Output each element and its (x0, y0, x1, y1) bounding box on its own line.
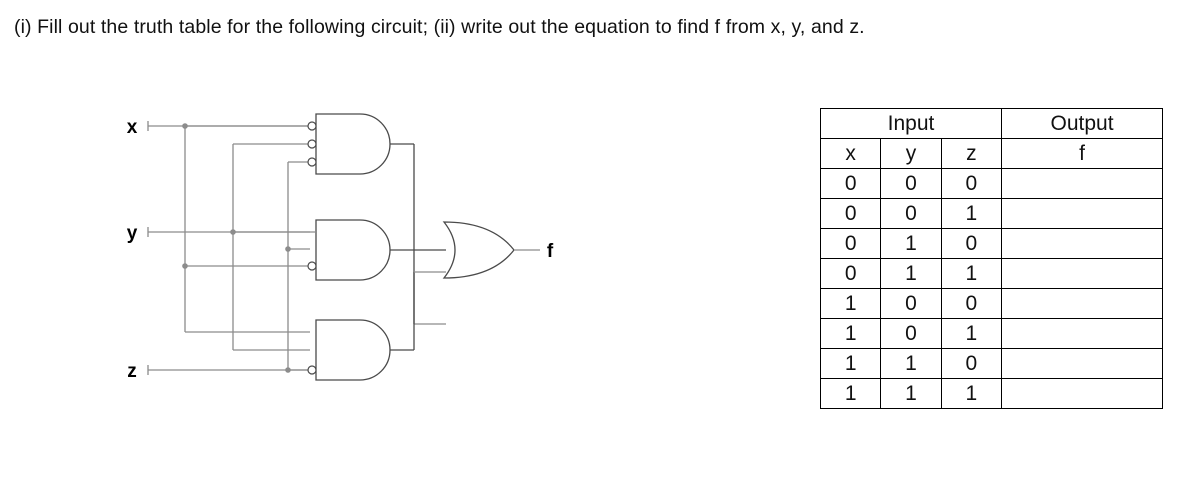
table-row: 0 0 1 (819, 198, 1163, 229)
gate-or-final (442, 221, 540, 279)
cell-z: 1 (940, 318, 1003, 349)
table-row: 1 0 1 (819, 318, 1163, 349)
cell-x: 0 (819, 168, 882, 199)
cell-z: 0 (940, 348, 1003, 379)
cell-x: 1 (819, 288, 882, 319)
cell-y: 1 (880, 348, 942, 379)
cell-y: 1 (880, 378, 942, 409)
junction-dot-y (230, 229, 236, 235)
gate-and-middle (307, 219, 446, 281)
truth-table-group-header-row: Input Output (819, 108, 1163, 139)
cell-y: 0 (880, 318, 942, 349)
input-label-y: y (127, 223, 138, 244)
and-bottom-body (315, 319, 391, 381)
cell-x: 1 (819, 318, 882, 349)
cell-y: 1 (880, 258, 942, 289)
cell-z: 0 (940, 228, 1003, 259)
cell-y: 1 (880, 228, 942, 259)
circuit-svg: x y z f (127, 113, 554, 382)
cell-z: 1 (940, 378, 1003, 409)
output-label-f: f (547, 241, 554, 262)
cell-x: 0 (819, 198, 882, 229)
cell-y: 0 (880, 288, 942, 319)
header-col-x: x (819, 138, 882, 169)
cell-f-input[interactable] (1001, 348, 1163, 379)
table-row: 1 0 0 (819, 288, 1163, 319)
cell-z: 1 (940, 198, 1003, 229)
cell-f-input[interactable] (1001, 228, 1163, 259)
truth-table-column-header-row: x y z f (819, 138, 1163, 169)
circuit-diagram: x y z f (110, 100, 580, 410)
wire-junctions (182, 123, 291, 373)
truth-table: Input Output x y z f 0 0 0 0 0 1 (819, 108, 1163, 409)
cell-f-input[interactable] (1001, 168, 1163, 199)
or-final-body (442, 221, 515, 279)
cell-f-input[interactable] (1001, 378, 1163, 409)
cell-f-input[interactable] (1001, 198, 1163, 229)
gate-and-top (307, 113, 446, 325)
input-label-z: z (127, 361, 137, 382)
cell-z: 0 (940, 168, 1003, 199)
table-row: 0 1 1 (819, 258, 1163, 289)
and-top-bubble-3-icon (307, 157, 317, 167)
and-bottom-bubble-3-icon (307, 365, 317, 375)
junction-dot-x (182, 123, 188, 129)
cell-x: 0 (819, 228, 882, 259)
gate-and-bottom (307, 271, 446, 381)
and-middle-body (315, 219, 391, 281)
question-prompt: (i) Fill out the truth table for the fol… (14, 16, 865, 38)
cell-z: 0 (940, 288, 1003, 319)
cell-x: 1 (819, 378, 882, 409)
and-top-bubble-2-icon (307, 139, 317, 149)
header-col-y: y (880, 138, 942, 169)
truth-table-head: Input Output x y z f (819, 108, 1163, 169)
cell-y: 0 (880, 168, 942, 199)
cell-x: 0 (819, 258, 882, 289)
table-row: 0 1 0 (819, 228, 1163, 259)
and-top-body (315, 113, 391, 175)
header-group-output: Output (1001, 108, 1163, 139)
table-row: 1 1 0 (819, 348, 1163, 379)
header-col-z: z (940, 138, 1003, 169)
cell-f-input[interactable] (1001, 288, 1163, 319)
junction-dot-x-mid (182, 263, 188, 269)
header-col-f: f (1001, 138, 1163, 169)
input-label-x: x (127, 117, 138, 138)
truth-table-container: Input Output x y z f 0 0 0 0 0 1 (819, 108, 1163, 409)
table-row: 1 1 1 (819, 378, 1163, 409)
wires-group (168, 125, 315, 371)
cell-f-input[interactable] (1001, 318, 1163, 349)
junction-dot-z-mid (285, 246, 291, 252)
cell-z: 1 (940, 258, 1003, 289)
cell-x: 1 (819, 348, 882, 379)
and-top-bubble-1-icon (307, 121, 317, 131)
input-terminals (147, 121, 168, 375)
and-middle-bubble-3-icon (307, 261, 317, 271)
table-row: 0 0 0 (819, 168, 1163, 199)
truth-table-body: 0 0 0 0 0 1 0 1 0 0 1 1 (819, 168, 1163, 409)
cell-y: 0 (880, 198, 942, 229)
header-group-input: Input (819, 108, 1003, 139)
junction-dot-z (285, 367, 291, 373)
cell-f-input[interactable] (1001, 258, 1163, 289)
